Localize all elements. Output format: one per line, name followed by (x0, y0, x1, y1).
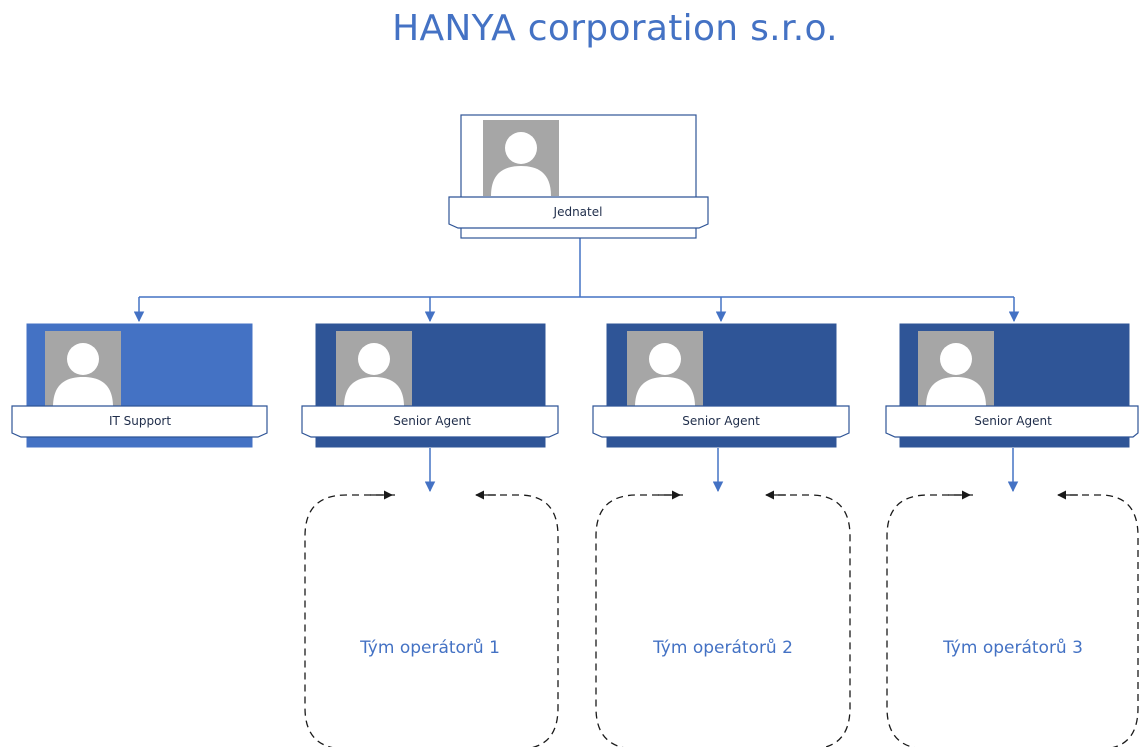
node-senior-agent-3: Senior Agent (885, 323, 1139, 448)
node-senior-agent-1: Senior Agent (301, 323, 559, 448)
node-root-label: Jednatel (553, 205, 603, 219)
node-senior-agent-2-banner (592, 405, 850, 438)
team-3-label: Tým operátorů 3 (942, 638, 1083, 658)
person-icon (336, 331, 412, 407)
team-2: Tým operátorů 2 (595, 490, 851, 747)
person-icon (627, 331, 703, 407)
connectors (133, 237, 1020, 493)
person-icon (483, 120, 559, 196)
node-root-banner (448, 196, 709, 229)
team-1: Tým operátorů 1 (304, 490, 559, 747)
node-senior-agent-3-banner (885, 405, 1139, 438)
team-2-label: Tým operátorů 2 (652, 638, 793, 658)
node-senior-agent-1-label: Senior Agent (393, 414, 471, 428)
page-title: HANYA corporation s.r.o. (392, 8, 838, 49)
node-senior-agent-2: Senior Agent (592, 323, 850, 448)
person-icon (918, 331, 994, 407)
node-root: Jednatel (448, 114, 709, 239)
node-it-support-banner (11, 405, 268, 438)
node-senior-agent-3-label: Senior Agent (974, 414, 1052, 428)
node-it-support-label: IT Support (109, 414, 171, 428)
team-1-label: Tým operátorů 1 (359, 638, 500, 658)
team-3: Tým operátorů 3 (886, 490, 1139, 747)
node-it-support: IT Support (11, 323, 268, 448)
person-icon (45, 331, 121, 407)
node-senior-agent-1-banner (301, 405, 559, 438)
node-senior-agent-2-label: Senior Agent (682, 414, 760, 428)
